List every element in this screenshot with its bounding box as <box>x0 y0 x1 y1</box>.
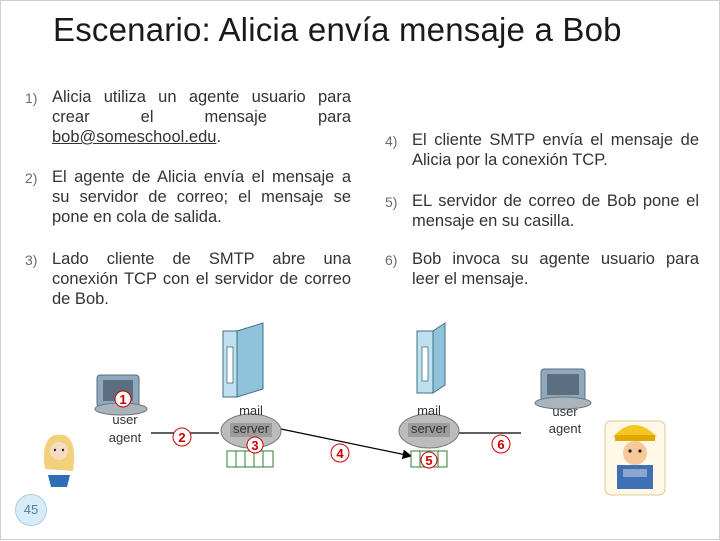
step-1-text: Alicia utiliza un agente usuario para cr… <box>52 88 351 126</box>
step-marker-6-label: 6 <box>497 437 504 452</box>
bob-figure <box>604 420 666 496</box>
step-number: 2) <box>25 170 38 186</box>
smtp-diagram: user agent mail server <box>43 322 666 496</box>
step-text: Lado cliente de SMTP abre una conexión T… <box>52 250 351 308</box>
left-ua-label-1: user <box>112 412 138 427</box>
step-text: EL servidor de correo de Bob pone el men… <box>412 192 699 230</box>
slide-title: Escenario: Alicia envía mensaje a Bob <box>53 11 622 48</box>
left-mail-server-icon <box>222 322 264 398</box>
step-number: 1) <box>25 90 38 106</box>
step-number: 6) <box>385 252 398 268</box>
link-server-to-server <box>280 428 413 459</box>
left-ua-label-2: agent <box>109 430 142 445</box>
alice-figure <box>43 434 75 487</box>
step-marker-3: 3 <box>246 436 264 454</box>
step-number: 4) <box>385 133 398 149</box>
slide-number: 45 <box>15 494 47 526</box>
step-text: Alicia utiliza un agente usuario para cr… <box>52 87 351 147</box>
right-mail-server-icon <box>416 322 446 394</box>
step-marker-1: 1 <box>114 390 132 408</box>
left-mailbox-icon <box>220 413 282 449</box>
step-marker-3-label: 3 <box>251 438 258 453</box>
left-server-label-1: mail <box>239 403 263 418</box>
step-marker-5-label: 5 <box>425 453 432 468</box>
step-marker-4: 4 <box>330 443 350 463</box>
right-user-agent-computer-icon <box>534 368 592 410</box>
step-marker-6: 6 <box>491 434 511 454</box>
step-marker-4-label: 4 <box>336 446 344 461</box>
step-number: 5) <box>385 194 398 210</box>
step-marker-2-label: 2 <box>178 430 185 445</box>
step-text: El cliente SMTP envía el mensaje de Alic… <box>412 131 699 169</box>
step-marker-2: 2 <box>172 427 192 447</box>
email-link[interactable]: bob@someschool.edu <box>52 128 217 146</box>
step-text: El agente de Alicia envía el mensaje a s… <box>52 168 351 226</box>
step-1: 1) Alicia utiliza un agente usuario para… <box>25 87 351 147</box>
left-outgoing-queue <box>226 450 274 468</box>
right-ua-label-1: user <box>552 404 578 419</box>
step-2: 2) El agente de Alicia envía el mensaje … <box>25 167 351 227</box>
step-number: 3) <box>25 252 38 268</box>
step-5: 5) EL servidor de correo de Bob pone el … <box>385 191 699 231</box>
step-4: 4) El cliente SMTP envía el mensaje de A… <box>385 130 699 170</box>
step-3: 3) Lado cliente de SMTP abre una conexió… <box>25 249 351 309</box>
right-ua-label-2: agent <box>549 421 582 436</box>
right-server-label-1: mail <box>417 403 441 418</box>
step-text: Bob invoca su agente usuario para leer e… <box>412 250 699 288</box>
step-marker-5: 5 <box>420 451 438 469</box>
left-server-label-2: server <box>233 421 270 436</box>
right-server-label-2: server <box>411 421 448 436</box>
step-1-tail: . <box>216 128 222 146</box>
step-6: 6) Bob invoca su agente usuario para lee… <box>385 249 699 289</box>
step-marker-1-label: 1 <box>119 392 126 407</box>
right-mailbox-icon <box>398 413 460 449</box>
